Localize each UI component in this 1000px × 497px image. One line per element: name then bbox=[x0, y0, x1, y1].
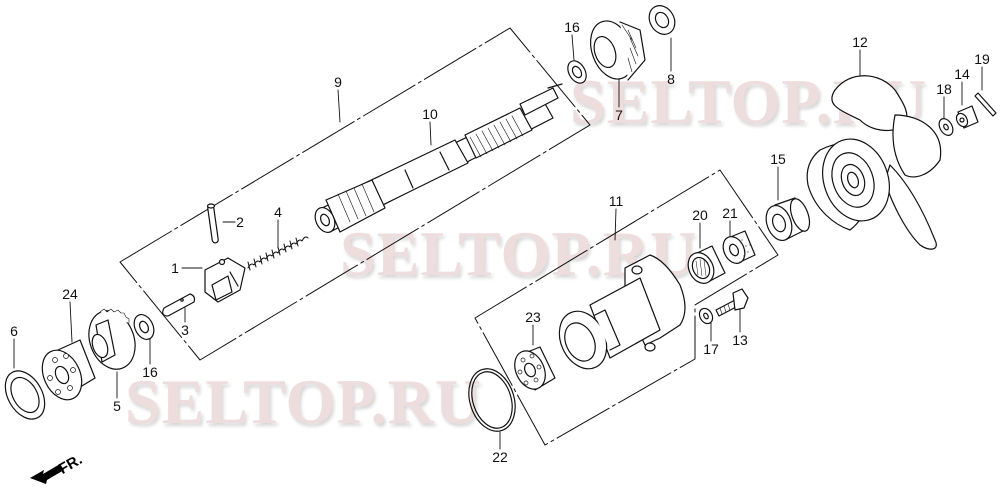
callout-22: 22 bbox=[492, 449, 508, 465]
group-box-9 bbox=[119, 27, 591, 361]
callout-12: 12 bbox=[852, 34, 868, 50]
callout-7: 7 bbox=[615, 107, 623, 123]
callout-5: 5 bbox=[113, 398, 121, 414]
oil-seal bbox=[722, 230, 756, 264]
castle-nut bbox=[955, 105, 979, 129]
bearing-holder bbox=[558, 254, 686, 370]
callout-4: 4 bbox=[274, 204, 282, 220]
callout-24: 24 bbox=[62, 286, 78, 302]
thrust-washer-15 bbox=[765, 197, 811, 242]
flange-bolt bbox=[715, 288, 749, 317]
callout-14: 14 bbox=[954, 66, 970, 82]
pin bbox=[206, 203, 219, 244]
spring bbox=[247, 236, 309, 271]
callout-16-lower: 16 bbox=[142, 364, 158, 380]
callout-1: 1 bbox=[171, 260, 179, 276]
washer-17 bbox=[698, 307, 714, 325]
callout-6: 6 bbox=[10, 323, 18, 339]
plain-washer bbox=[938, 118, 954, 136]
callout-9: 9 bbox=[334, 74, 342, 90]
callout-10: 10 bbox=[422, 106, 438, 122]
propeller-shaft bbox=[314, 83, 563, 233]
forward-gear bbox=[589, 20, 646, 81]
ball-bearing-24 bbox=[41, 339, 96, 401]
shift-slider bbox=[162, 293, 196, 317]
needle-bearing bbox=[687, 245, 726, 284]
thrust-washer-6 bbox=[4, 370, 46, 420]
callout-23: 23 bbox=[525, 309, 541, 325]
ball-bearing-23 bbox=[514, 346, 556, 391]
callout-13: 13 bbox=[732, 332, 748, 348]
callout-16-upper: 16 bbox=[564, 19, 580, 35]
leader-lines bbox=[13, 34, 983, 450]
callout-18: 18 bbox=[936, 81, 952, 97]
callout-19: 19 bbox=[974, 51, 990, 67]
callout-3: 3 bbox=[181, 322, 189, 338]
propeller bbox=[806, 75, 942, 250]
group-box-11 bbox=[474, 169, 779, 446]
front-arrow-icon bbox=[30, 464, 64, 484]
callout-15: 15 bbox=[770, 151, 786, 167]
thrust-washer-8 bbox=[648, 5, 676, 35]
o-ring bbox=[468, 368, 516, 432]
reverse-gear bbox=[88, 308, 136, 370]
shim-lower bbox=[133, 314, 155, 340]
callout-20: 20 bbox=[692, 207, 708, 223]
callout-8: 8 bbox=[667, 71, 675, 87]
cotter-pin bbox=[974, 92, 997, 117]
callout-21: 21 bbox=[722, 205, 738, 221]
shim-upper bbox=[567, 60, 587, 84]
callout-11: 11 bbox=[608, 193, 624, 209]
callout-2: 2 bbox=[236, 214, 244, 230]
callout-17: 17 bbox=[703, 341, 719, 357]
clutch-shifter bbox=[204, 257, 246, 303]
